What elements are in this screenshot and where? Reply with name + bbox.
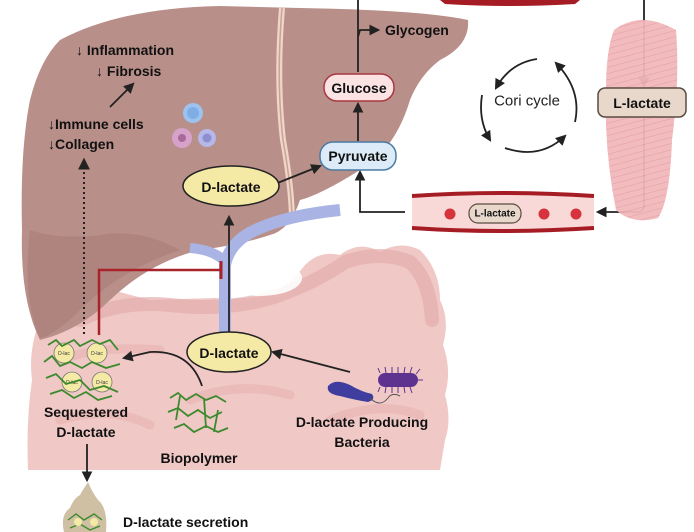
svg-text:Glucose: Glucose: [331, 80, 386, 96]
biopolymer-label: Biopolymer: [160, 450, 238, 466]
top-vessel-fragment: [440, 0, 580, 6]
effects-arrow: [109, 82, 135, 108]
biopolymer-icon: [167, 391, 229, 434]
biopolymer-to-sequestered-arrow: [121, 350, 203, 387]
immune-cells-label: ↓Immune cells: [48, 116, 144, 132]
red-blood-cell: [570, 208, 582, 220]
svg-text:D-lactate: D-lactate: [199, 345, 258, 361]
muscle-icon: [605, 20, 678, 221]
bacteria-label-line1: D-lactate Producing: [296, 414, 428, 430]
pyruvate-node: Pyruvate: [319, 141, 397, 171]
bacteria-to-dlactate-arrow: [270, 348, 351, 373]
red-blood-cell: [444, 208, 456, 220]
svg-text:D-lac: D-lac: [91, 351, 103, 357]
d-lactate-gut-node: D-lactate: [186, 331, 272, 373]
svg-text:L-lactate: L-lactate: [613, 95, 671, 111]
l-lactate-muscle-node: L-lactate: [597, 87, 687, 118]
immune-cells-icon: [172, 103, 216, 148]
cori-cycle-label: Cori cycle: [494, 93, 560, 110]
bacteria-label-line2: Bacteria: [334, 434, 389, 450]
blood-to-pyruvate-arrow: [354, 169, 405, 213]
collagen-label: ↓Collagen: [48, 136, 114, 152]
glycogen-label: Glycogen: [385, 22, 449, 38]
bacteria-icon: [327, 366, 423, 404]
svg-text:D-lac: D-lac: [96, 380, 108, 386]
sequestered-label-line1: Sequestered: [44, 404, 128, 420]
glycogen-arrow: [357, 24, 381, 38]
svg-text:Pyruvate: Pyruvate: [328, 148, 387, 164]
sequestered-label-line2: D-lactate: [56, 424, 115, 440]
inflammation-label: ↓ Inflammation: [76, 42, 174, 58]
stool-icon: [62, 482, 107, 532]
inhibition-line: [97, 268, 220, 335]
cori-cycle-icon: [480, 58, 578, 153]
svg-text:D-lac: D-lac: [58, 351, 70, 357]
sequestered-d-lactate-icon: D-lac D-lac D-lac D-lac: [43, 338, 121, 401]
l-lactate-blood-node: L-lactate: [468, 203, 522, 224]
d-lactate-liver-node: D-lactate: [182, 165, 280, 207]
secretion-label: D-lactate secretion: [123, 514, 248, 530]
svg-text:D-lactate: D-lactate: [201, 179, 260, 195]
svg-text:L-lactate: L-lactate: [474, 209, 516, 220]
glucose-node: Glucose: [323, 73, 395, 102]
red-blood-cell: [538, 208, 550, 220]
fibrosis-label: ↓ Fibrosis: [96, 63, 162, 79]
